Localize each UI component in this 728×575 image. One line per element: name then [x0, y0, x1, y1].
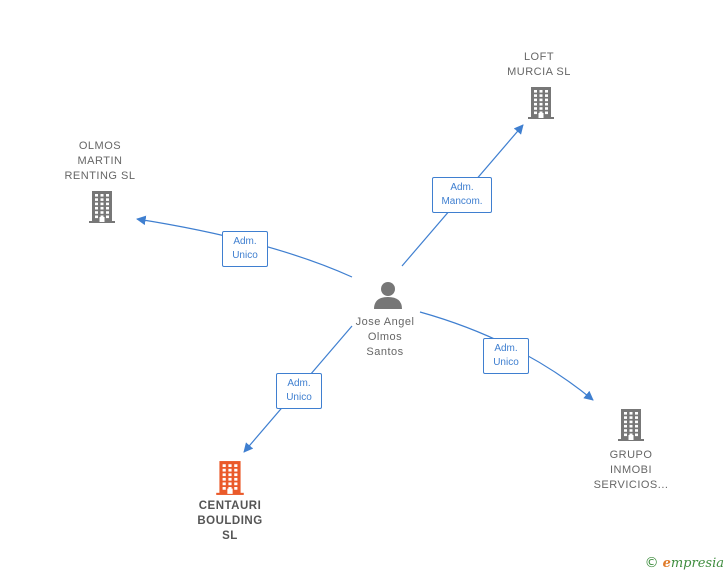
brand-initial: e	[662, 556, 671, 571]
building-icon[interactable]	[617, 408, 645, 442]
company-label-olmos[interactable]: OLMOS MARTIN RENTING SL	[64, 140, 136, 182]
edge-label-centauri[interactable]: Adm. Unico	[276, 373, 322, 409]
edge-label-olmos[interactable]: Adm. Unico	[222, 231, 268, 267]
person-icon[interactable]	[372, 280, 404, 310]
copyright-icon: ©	[644, 555, 659, 571]
edge-label-grupo[interactable]: Adm. Unico	[483, 338, 529, 374]
company-label-loft[interactable]: LOFT MURCIA SL	[507, 51, 571, 78]
center-person-label[interactable]: Jose Angel Olmos Santos	[355, 316, 415, 358]
company-label-grupo[interactable]: GRUPO INMOBI SERVICIOS...	[593, 449, 669, 491]
building-icon[interactable]	[527, 86, 555, 120]
building-icon[interactable]	[215, 460, 245, 496]
building-icon[interactable]	[88, 190, 116, 224]
edge-label-loft[interactable]: Adm. Mancom.	[432, 177, 492, 213]
brand-name: mpresia	[670, 556, 724, 571]
empresia-watermark: ©empresia	[645, 555, 724, 571]
company-label-centauri[interactable]: CENTAURI BOULDING SL	[197, 500, 263, 542]
